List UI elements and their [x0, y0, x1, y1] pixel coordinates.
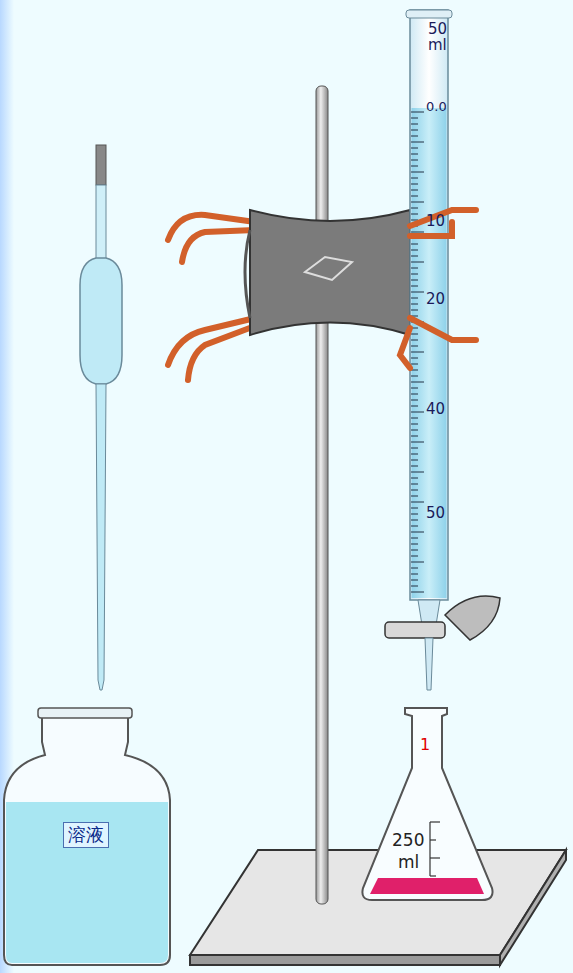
scale-label: 250	[392, 832, 424, 849]
stopcock-handle	[445, 596, 500, 640]
clamp-jaws-left	[168, 215, 255, 380]
stand-base-side	[500, 850, 566, 965]
stand-base-edge	[190, 955, 500, 965]
pipette-bulb	[80, 258, 122, 384]
flask-number: 1	[420, 737, 430, 753]
pipette-top	[96, 145, 106, 185]
scale-label: 50	[428, 22, 447, 37]
burette-clamp	[250, 210, 410, 335]
burette-tube	[410, 10, 448, 600]
scale-label: 10	[426, 214, 445, 229]
burette-tip	[425, 638, 433, 690]
scale-label: ml	[428, 38, 447, 53]
scale-label: 0.0	[426, 100, 447, 113]
scale-label: 40	[426, 402, 445, 417]
scale-label: 50	[426, 506, 445, 521]
scale-label: ml	[398, 854, 419, 871]
flask-graduation	[430, 822, 440, 876]
conical-flask	[362, 708, 492, 900]
burette-rim	[406, 10, 452, 18]
pipette-tube	[96, 384, 106, 690]
scale-label: 20	[426, 292, 445, 307]
pipette-stem	[96, 185, 106, 260]
bottle-liquid	[6, 802, 168, 963]
burette-scale	[411, 112, 424, 592]
flask-liquid	[370, 878, 484, 894]
reagent-bottle	[4, 712, 170, 965]
bottle-label: 溶液	[63, 822, 109, 848]
stand-rod	[316, 86, 328, 904]
clamp-jaws-right	[400, 210, 476, 368]
clamp-screw	[305, 257, 352, 280]
stopcock	[385, 622, 445, 638]
label-text: 溶液	[68, 826, 104, 844]
burette-liquid	[412, 108, 447, 598]
